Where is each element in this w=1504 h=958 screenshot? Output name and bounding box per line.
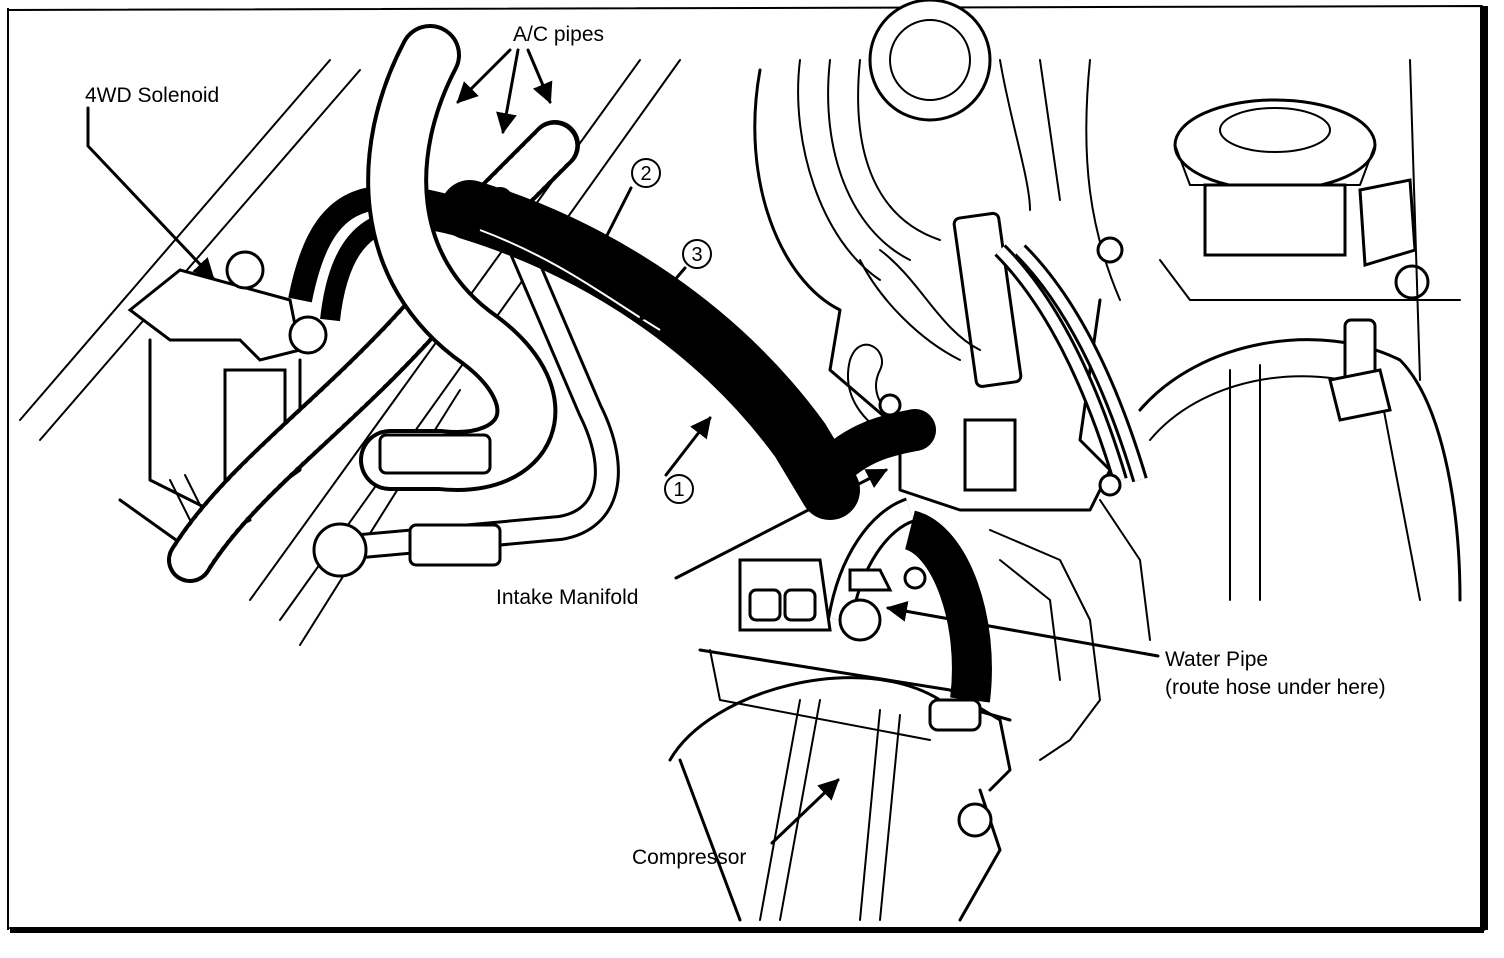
callout-1: 1 [664, 474, 694, 504]
air-duct [1138, 318, 1462, 602]
lower-body [989, 499, 1151, 761]
callout-2: 2 [631, 158, 661, 188]
label-water-pipe: Water Pipe [1165, 648, 1268, 671]
svg-text:2: 2 [640, 163, 651, 185]
water-pipe [827, 497, 992, 703]
label-intake-manifold: Intake Manifold [496, 586, 638, 609]
reservoir [1159, 59, 1461, 381]
compressor-drawing [668, 558, 1012, 922]
leader-arrows [86, 48, 1160, 845]
diagram-frame [7, 5, 1488, 933]
callout-3: 3 [682, 239, 712, 269]
svg-text:1: 1 [673, 479, 684, 501]
ac-pipes [312, 24, 620, 578]
svg-text:3: 3 [691, 244, 702, 266]
label-water-pipe-note: (route hose under here) [1165, 676, 1386, 699]
engine-block [753, 0, 1148, 512]
label-4wd-solenoid: 4WD Solenoid [85, 84, 219, 107]
text-labels: A/C pipes 4WD Solenoid Intake Manifold W… [85, 23, 1386, 869]
label-ac-pipes: A/C pipes [513, 23, 604, 46]
label-compressor: Compressor [632, 846, 746, 869]
